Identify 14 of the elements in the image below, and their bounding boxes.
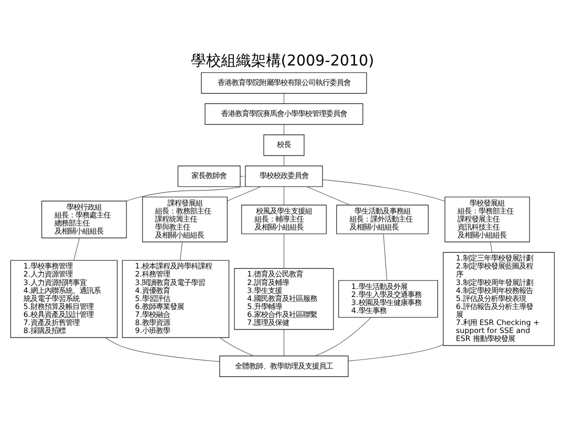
connector — [180, 241, 183, 260]
connector — [104, 336, 220, 362]
connector — [490, 241, 492, 252]
connector — [322, 178, 446, 202]
connector — [227, 186, 261, 201]
connector — [348, 344, 444, 361]
connector — [306, 186, 350, 205]
connector — [126, 185, 246, 201]
connector — [240, 175, 246, 176]
diagram-title: 學校組織架構(2009-2010) — [190, 51, 374, 70]
connector — [73, 237, 80, 260]
connector — [314, 316, 372, 356]
connector — [383, 233, 388, 280]
connector — [219, 336, 254, 356]
